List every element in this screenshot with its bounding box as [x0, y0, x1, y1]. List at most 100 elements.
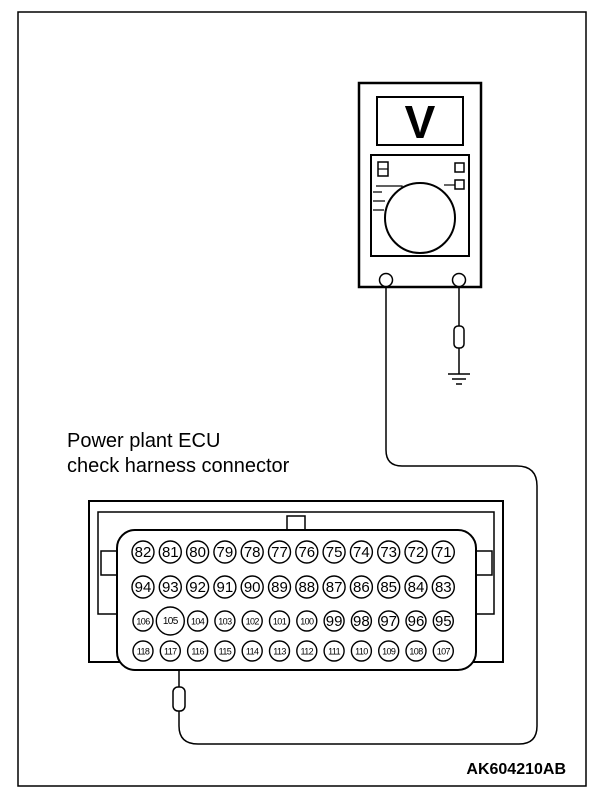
connector-pin-label-101: 101	[273, 617, 287, 627]
connector-pin-label-88: 88	[298, 579, 315, 596]
connector-pin-label-105: 105	[163, 616, 179, 627]
connector-right-tab	[475, 550, 493, 576]
connector-pin-118	[132, 640, 154, 662]
connector-pin-115	[214, 640, 236, 662]
connector-pin-label-107: 107	[437, 647, 451, 657]
connector-pin-117	[159, 640, 182, 662]
connector-pin-73	[377, 540, 401, 564]
connector-pin-76	[295, 540, 319, 564]
multimeter: V	[357, 81, 483, 289]
connector-pin-111	[323, 640, 345, 662]
connector-pin-113	[268, 640, 291, 662]
connector-pin-80	[185, 540, 210, 564]
connector-pin-93	[158, 575, 183, 599]
connector-pin-label-85: 85	[380, 579, 397, 596]
connector-pin-label-115: 115	[219, 647, 232, 657]
connector-pin-109	[378, 640, 400, 662]
connector-pin-106	[132, 610, 154, 632]
connector-pin-label-94: 94	[135, 579, 152, 596]
connector-pin-85	[377, 575, 401, 599]
connector-pin-94	[131, 575, 155, 599]
connector-pin-97	[378, 610, 400, 632]
connector-pin-102	[241, 610, 263, 632]
connector-pin-label-97: 97	[380, 613, 397, 630]
connector-pin-label-100: 100	[300, 617, 314, 627]
connector-left-tab	[100, 550, 118, 576]
connector-pin-label-116: 116	[191, 647, 204, 657]
connector-pin-103	[214, 610, 236, 632]
connector-pin-face	[116, 529, 477, 671]
connector-pin-79	[213, 540, 237, 564]
connector-pin-label-96: 96	[408, 613, 425, 630]
connector-pin-84	[404, 575, 428, 599]
connector-pin-label-81: 81	[162, 544, 179, 561]
test-lead-wire	[178, 286, 538, 745]
connector-pin-99	[323, 610, 345, 632]
connector-pin-label-75: 75	[326, 544, 343, 561]
connector-pin-label-79: 79	[217, 544, 234, 561]
connector-pin-92	[185, 575, 210, 599]
scale-arc-marks	[373, 185, 403, 211]
connector-pin-75	[322, 540, 346, 564]
connector-pin-78	[240, 540, 264, 564]
connector-pin-label-77: 77	[271, 544, 288, 561]
connector-pin-label-93: 93	[162, 579, 179, 596]
connector-pin-label-71: 71	[435, 544, 452, 561]
connector-pin-label-117: 117	[164, 647, 177, 657]
connector-pin-72	[404, 540, 428, 564]
voltage-symbol: V	[405, 96, 436, 148]
range-indicator-top-right	[454, 162, 465, 173]
connector-pin-label-112: 112	[301, 647, 314, 657]
connector-pin-88	[295, 575, 319, 599]
connector-pin-81	[158, 540, 183, 564]
ground-probe	[448, 286, 470, 385]
connector-pin-label-111: 111	[328, 647, 340, 657]
connector-pin-label-95: 95	[435, 613, 452, 630]
connector-pin-104	[186, 610, 209, 632]
connector-pin-label-99: 99	[326, 613, 343, 630]
connector-pin-74	[349, 540, 374, 564]
connector-pin-116	[186, 640, 209, 662]
connector-pin-71	[431, 540, 455, 564]
connector-pin-label-114: 114	[246, 647, 259, 657]
connector-pin-label-102: 102	[246, 617, 260, 627]
ground-probe-handle	[453, 325, 465, 349]
connector-pin-label-118: 118	[137, 647, 150, 657]
connector-caption-line1: Power plant ECU	[67, 430, 220, 452]
connector-pin-86	[349, 575, 374, 599]
connector-pin-label-83: 83	[435, 579, 452, 596]
connector-pin-91	[213, 575, 237, 599]
connector-pin-label-80: 80	[189, 544, 206, 561]
connector-pin-101	[268, 610, 291, 632]
connector-pin-107	[432, 640, 454, 662]
connector-pin-label-82: 82	[135, 544, 152, 561]
connector-pin-label-87: 87	[326, 579, 343, 596]
connector-pin-label-73: 73	[380, 544, 397, 561]
selector-dial	[384, 182, 456, 254]
connector-pin-100	[296, 610, 318, 632]
connector-pin-114	[241, 640, 263, 662]
connector-pin-77	[267, 540, 292, 564]
connector-pin-label-103: 103	[218, 617, 232, 627]
connector-pin-105	[155, 606, 186, 636]
connector-probe-handle	[172, 686, 186, 712]
connector-pin-label-106: 106	[136, 617, 150, 627]
connector-pin-98	[350, 610, 373, 632]
connector-pin-label-109: 109	[382, 647, 396, 657]
figure-code: AK604210AB	[466, 761, 566, 778]
connector-pin-label-76: 76	[298, 544, 315, 561]
connector-pin-label-74: 74	[353, 544, 370, 561]
figure-frame	[17, 11, 587, 787]
connector-pin-label-72: 72	[408, 544, 425, 561]
connector-pin-83	[431, 575, 455, 599]
connector-pin-82	[131, 540, 155, 564]
connector-pin-label-91: 91	[217, 579, 234, 596]
connector-pin-label-92: 92	[189, 579, 206, 596]
connector-pin-label-90: 90	[244, 579, 261, 596]
com-jack	[378, 272, 394, 288]
connector-pin-112	[296, 640, 318, 662]
connector-pin-89	[267, 575, 292, 599]
multimeter-display	[376, 96, 464, 146]
